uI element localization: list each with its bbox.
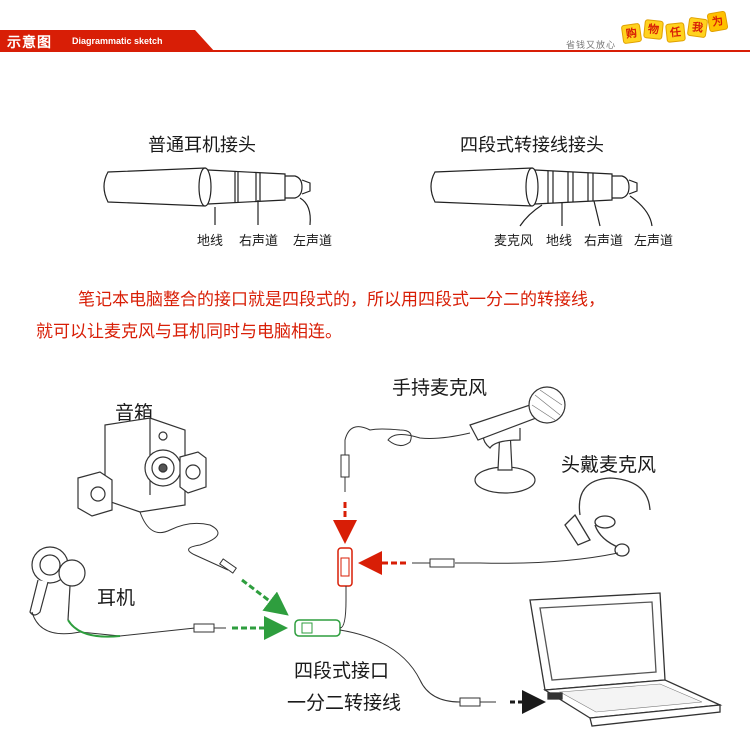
label-right-channel-4: 右声道 xyxy=(584,234,624,249)
header-title: 示意图 xyxy=(7,35,52,51)
header-slogan: 省钱又放心 xyxy=(566,41,617,51)
laptop-icon xyxy=(529,592,723,727)
label-ground-4: 地线 xyxy=(546,234,573,249)
label-mic: 麦克风 xyxy=(494,234,534,249)
adapter-icon xyxy=(294,547,353,637)
plug-icon xyxy=(430,167,653,227)
handheld-mic-label: 手持麦克风 xyxy=(392,377,488,399)
four-segment-plug-title: 四段式转接线接头 xyxy=(460,135,604,156)
label-left-channel: 左声道 xyxy=(293,234,333,249)
label-left-channel-4: 左声道 xyxy=(634,234,674,249)
headset-icon xyxy=(564,477,651,557)
note-line-2: 就可以让麦克风与耳机同时与电脑相连。 xyxy=(36,322,342,342)
label-ground: 地线 xyxy=(197,234,224,249)
adapter-label-2: 一分二转接线 xyxy=(287,692,402,714)
label-right-channel: 右声道 xyxy=(239,234,279,249)
arrow-icon xyxy=(241,578,289,616)
plug-icon xyxy=(459,697,496,707)
plug-icon xyxy=(193,623,226,633)
earphone-label: 耳机 xyxy=(97,587,136,609)
headset-mic-label: 头戴麦克风 xyxy=(561,454,657,476)
header: 示意图 Diagrammatic sketch 省钱又放心 购 物 任 我 为 xyxy=(0,0,750,56)
plug-icon xyxy=(340,454,350,492)
header-subtitle: Diagrammatic sketch xyxy=(72,36,163,46)
microphone-icon xyxy=(469,386,566,494)
plug-icon xyxy=(219,558,237,574)
header-rule xyxy=(200,50,750,52)
plug-icon xyxy=(103,167,311,226)
plug-icon xyxy=(412,558,455,568)
standard-plug-title: 普通耳机接头 xyxy=(148,135,256,156)
header-tab xyxy=(0,30,215,52)
adapter-label-1: 四段式接口 xyxy=(294,660,390,682)
speaker-icon xyxy=(77,417,207,517)
note-line-1: 笔记本电脑整合的接口就是四段式的，所以用四段式一分二的转接线， xyxy=(78,290,605,310)
earphone-icon xyxy=(29,546,86,621)
